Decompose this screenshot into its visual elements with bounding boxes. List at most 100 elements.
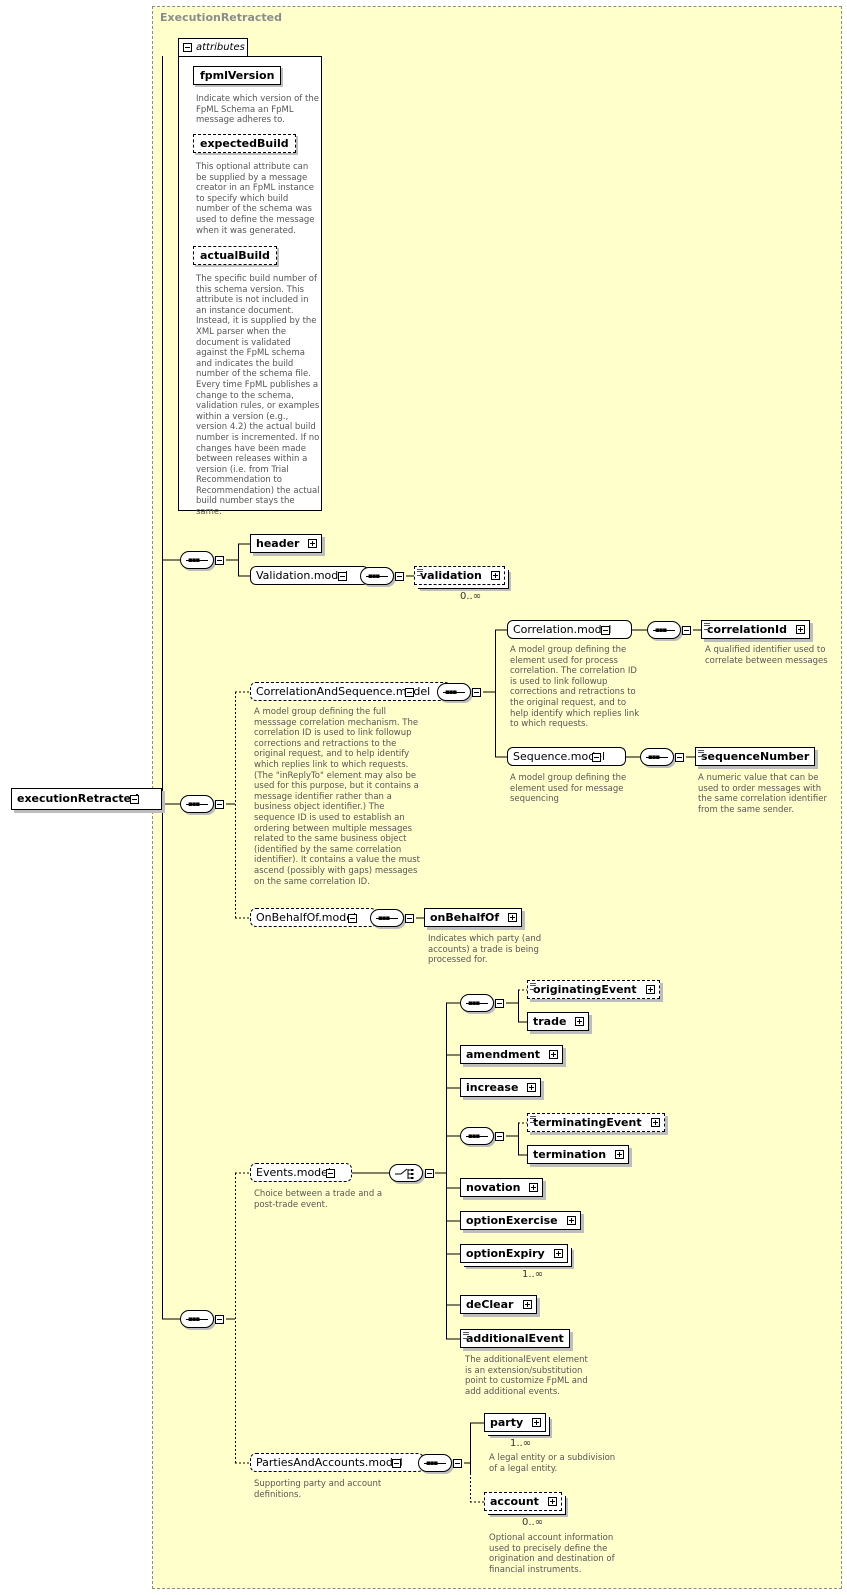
- element-termination-label: termination: [533, 1148, 607, 1161]
- collapse-icon[interactable]: [395, 572, 404, 581]
- expand-icon[interactable]: [532, 1418, 542, 1427]
- expand-icon[interactable]: [547, 1497, 557, 1506]
- attribute-expectedbuild[interactable]: expectedBuild: [193, 134, 296, 153]
- group-correlation-model-label: Correlation.model: [513, 623, 612, 636]
- expand-icon[interactable]: [490, 571, 500, 580]
- element-validation-label: validation: [420, 569, 482, 582]
- collapse-icon[interactable]: [453, 1459, 462, 1468]
- attributes-heading: attributes: [196, 42, 245, 53]
- element-de-clear-label: deClear: [466, 1298, 514, 1311]
- attribute-fpmlversion-doc: Indicate which version of the FpML Schem…: [196, 94, 319, 126]
- element-account[interactable]: account: [484, 1492, 562, 1511]
- attribute-fpmlversion[interactable]: fpmlVersion: [193, 66, 282, 85]
- cardinality: 1..∞: [510, 1438, 532, 1449]
- group-events-model-label: Events.model: [256, 1166, 331, 1179]
- sequence-compositor-icon: [460, 1127, 494, 1145]
- expand-icon[interactable]: [527, 1083, 537, 1092]
- expand-icon[interactable]: [553, 1249, 563, 1258]
- additional-event-doc: The additionalEvent element is an extens…: [465, 1355, 588, 1397]
- expand-icon[interactable]: [529, 1183, 539, 1192]
- sequence-number-doc: A numeric value that can be used to orde…: [698, 773, 827, 815]
- element-termination[interactable]: termination: [527, 1145, 630, 1164]
- documentation-icon: [530, 1116, 536, 1123]
- root-element-label: executionRetracted: [17, 792, 139, 805]
- events-model-doc: Choice between a trade and a post-trade …: [254, 1189, 383, 1210]
- correlation-model-doc: A model group defining the element used …: [510, 645, 640, 730]
- expand-icon[interactable]: [645, 985, 655, 994]
- group-correlation-and-sequence-model[interactable]: CorrelationAndSequence.model: [250, 682, 452, 701]
- collapse-icon[interactable]: [215, 556, 224, 565]
- element-sequence-number[interactable]: sequenceNumber: [695, 747, 816, 766]
- element-party-label: party: [490, 1416, 524, 1429]
- element-increase[interactable]: increase: [460, 1078, 542, 1097]
- element-de-clear[interactable]: deClear: [460, 1295, 537, 1314]
- collapse-icon[interactable]: [682, 626, 691, 635]
- collapse-icon[interactable]: [495, 999, 504, 1008]
- collapse-icon[interactable]: [592, 753, 601, 762]
- collapse-icon[interactable]: [326, 1169, 335, 1178]
- element-on-behalf-of[interactable]: onBehalfOf: [424, 908, 523, 927]
- collapse-icon[interactable]: [425, 1169, 434, 1178]
- collapse-icon[interactable]: [405, 914, 414, 923]
- element-option-exercise[interactable]: optionExercise: [460, 1211, 581, 1230]
- collapse-icon[interactable]: [601, 626, 610, 635]
- expand-icon[interactable]: [650, 1118, 660, 1127]
- group-sequence-model[interactable]: Sequence.model: [507, 747, 627, 766]
- attribute-expectedbuild-doc: This optional attribute can be supplied …: [196, 162, 315, 236]
- expand-icon[interactable]: [308, 539, 318, 548]
- group-on-behalf-of-model[interactable]: OnBehalfOf.model: [250, 908, 378, 927]
- choice-compositor-icon: [389, 1164, 423, 1182]
- collapse-icon[interactable]: [183, 43, 192, 52]
- group-correlation-model[interactable]: Correlation.model: [507, 620, 633, 639]
- collapse-icon[interactable]: [215, 1315, 224, 1324]
- sequence-compositor-icon: [360, 567, 394, 585]
- documentation-icon: [704, 623, 710, 630]
- collapse-icon[interactable]: [338, 572, 347, 581]
- collapse-icon[interactable]: [130, 795, 139, 804]
- element-account-label: account: [490, 1495, 539, 1508]
- expand-icon[interactable]: [508, 913, 518, 922]
- element-party[interactable]: party: [484, 1413, 547, 1432]
- sequence-compositor-icon: [180, 1310, 214, 1328]
- root-element[interactable]: executionRetracted: [11, 788, 162, 810]
- sequence-model-doc: A model group defining the element used …: [510, 773, 627, 805]
- cardinality: 1..∞: [522, 1269, 544, 1280]
- element-validation[interactable]: validation: [414, 566, 505, 585]
- documentation-icon: [530, 983, 536, 990]
- element-terminating-event-label: terminatingEvent: [533, 1116, 642, 1129]
- expand-icon[interactable]: [549, 1050, 559, 1059]
- element-amendment[interactable]: amendment: [460, 1045, 564, 1064]
- element-additional-event[interactable]: additionalEvent: [460, 1329, 570, 1348]
- element-correlation-id[interactable]: correlationId: [701, 620, 810, 639]
- expand-icon[interactable]: [575, 1017, 585, 1026]
- element-originating-event[interactable]: originatingEvent: [527, 980, 660, 999]
- element-additional-event-label: additionalEvent: [466, 1332, 564, 1345]
- expand-icon[interactable]: [566, 1216, 576, 1225]
- collapse-icon[interactable]: [495, 1132, 504, 1141]
- cardinality: 0..∞: [522, 1517, 544, 1528]
- element-header[interactable]: header: [250, 534, 323, 553]
- collapse-icon[interactable]: [348, 914, 357, 923]
- correlation-id-doc: A qualified identifier used to correlate…: [705, 645, 828, 666]
- attribute-actualbuild[interactable]: actualBuild: [193, 246, 277, 265]
- collapse-icon[interactable]: [215, 800, 224, 809]
- collapse-icon[interactable]: [675, 753, 684, 762]
- documentation-icon: [463, 1332, 469, 1339]
- collapse-icon[interactable]: [392, 1459, 401, 1468]
- element-novation[interactable]: novation: [460, 1178, 544, 1197]
- collapse-icon[interactable]: [472, 688, 481, 697]
- expand-icon[interactable]: [522, 1300, 532, 1309]
- element-option-expiry[interactable]: optionExpiry: [460, 1244, 568, 1263]
- element-terminating-event[interactable]: terminatingEvent: [527, 1113, 665, 1132]
- cardinality: 0..∞: [460, 591, 482, 602]
- element-trade[interactable]: trade: [527, 1012, 590, 1031]
- group-validation-model[interactable]: Validation.model: [250, 566, 370, 585]
- group-parties-and-accounts-model[interactable]: PartiesAndAccounts.model: [250, 1453, 424, 1472]
- expand-icon[interactable]: [615, 1150, 625, 1159]
- group-events-model[interactable]: Events.model: [250, 1163, 352, 1182]
- group-correlation-and-sequence-model-label: CorrelationAndSequence.model: [256, 685, 431, 698]
- expand-icon[interactable]: [795, 625, 805, 634]
- attributes-tab[interactable]: attributes: [178, 38, 248, 57]
- party-doc: A legal entity or a subdivision of a leg…: [489, 1453, 616, 1474]
- collapse-icon[interactable]: [405, 688, 414, 697]
